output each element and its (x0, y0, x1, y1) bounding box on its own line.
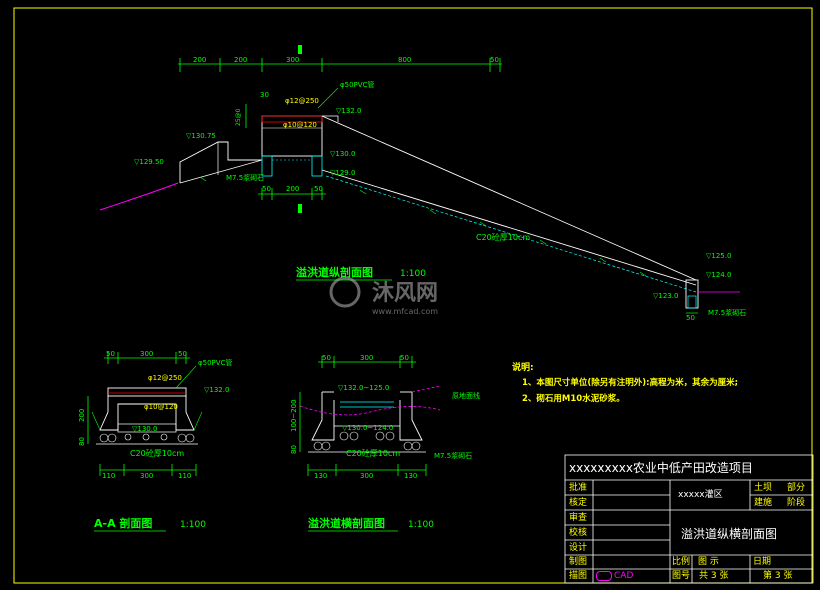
label-end-m75: M7.5浆砌石 (708, 308, 746, 317)
tb-row-approve: 批准 (569, 483, 588, 493)
aa-title: A-A 剖面图 (94, 516, 152, 530)
cad-stamp-icon (596, 570, 612, 581)
tb-scale-value: 图 示 (698, 557, 719, 567)
notes-item-2: 2、砌石用M10水泥砂浆。 (522, 393, 625, 404)
tb-row-check: 校核 (569, 528, 588, 538)
b-dim-top-2: 300 (360, 354, 373, 362)
section-marker-bottom (298, 204, 302, 213)
tb-scale-label: 比例 (672, 557, 691, 567)
aa-dim-bottom-1: 110 (102, 472, 115, 480)
dim-end-50: 50 (686, 314, 695, 322)
b-label-ground: 原地面线 (452, 391, 480, 400)
tb-dept-1b: 部分 (787, 483, 806, 493)
b-dim-bottom-2: 300 (360, 472, 373, 480)
label-top-rebar-1: φ12@250 (285, 97, 319, 105)
section-aa: 50 300 50 200 80 110 300 110 φ50PVC管 φ12… (78, 350, 232, 532)
elev-125: ▽125.0 (706, 252, 731, 260)
b-height-2: 80 (290, 445, 298, 454)
tb-sheet: 第 3 张 (763, 571, 793, 581)
notes-item-1: 1、本图尺寸单位(除另有注明外):高程为米，其余为厘米; (522, 377, 738, 388)
aa-dim-top-3: 50 (178, 350, 187, 358)
dim-top-4: 800 (398, 56, 411, 64)
tb-project: xxxxxxxxx农业中低产田改造项目 (569, 461, 753, 475)
tb-row-draw: 制图 (569, 557, 588, 567)
label-m75: M7.5浆砌石 (226, 173, 264, 182)
aa-dim-top-1: 50 (106, 350, 115, 358)
title-block: xxxxxxxxx农业中低产田改造项目 批准 核定 审查 校核 设计 制图 描图… (565, 455, 813, 583)
watermark: 沐风网 www.mfcad.com (329, 276, 438, 316)
dim-top-5: 50 (490, 56, 499, 64)
tb-row-trace: 描图 (569, 571, 588, 581)
tb-date-label: 日期 (753, 557, 772, 567)
aa-elev-130: ▽130.0 (132, 425, 157, 433)
b-elev-top: ▽132.0~125.0 (338, 384, 389, 392)
tb-row-review: 审查 (569, 513, 588, 523)
main-scale: 1:100 (400, 269, 426, 279)
tb-row-design: 设计 (569, 543, 588, 553)
aa-label-rebar-1: φ12@250 (148, 374, 182, 382)
elev-132: ▽132.0 (336, 107, 361, 115)
aa-dim-bottom-2: 300 (140, 472, 153, 480)
elev-129: ▽129.0 (330, 169, 355, 177)
section-marker-top (298, 45, 302, 54)
elev-130-75: ▽130.75 (186, 132, 216, 140)
aa-height-80: 80 (78, 437, 86, 446)
elev-124: ▽124.0 (706, 271, 731, 279)
watermark-url: www.mfcad.com (372, 307, 438, 316)
tb-sheet-label: 图号 (672, 571, 691, 581)
dim-bottom-1: 50 (262, 185, 271, 193)
label-pipe: φ50PVC管 (340, 80, 374, 89)
dim-top-2: 200 (234, 56, 247, 64)
title-block-lines (564, 454, 814, 584)
b-elev-bottom: ▽130.0~124.0 (342, 424, 393, 432)
b-height-1: 100~200 (290, 399, 298, 432)
tb-dept-2: 建施 (754, 498, 773, 508)
b-label-c20: C20砼厚10cm (346, 448, 400, 458)
height-dim: 25@0 (235, 108, 242, 126)
aa-label-pipe: φ50PVC管 (198, 358, 232, 367)
aa-dim-top-2: 300 (140, 350, 153, 358)
drawing-frame (13, 7, 813, 584)
elev-129-5: ▽129.50 (134, 158, 164, 166)
aa-height-200: 200 (78, 409, 86, 422)
label-top-rebar-2: φ10@120 (283, 121, 317, 129)
mark-30: 30 (260, 91, 269, 99)
b-dim-top-3: 50 (400, 354, 409, 362)
notes-heading: 说明: (512, 361, 534, 373)
b-dim-top-1: 50 (322, 354, 331, 362)
aa-label-c20: C20砼厚10cm (130, 448, 184, 458)
label-c20: C20砼厚10cm (476, 232, 530, 242)
b-title: 溢洪道横剖面图 (308, 516, 385, 530)
section-b: 50 300 50 100~200 80 130 300 130 (290, 354, 480, 532)
tb-row-verify: 核定 (569, 498, 588, 508)
tb-cad-stamp: CAD (596, 570, 633, 582)
aa-scale: 1:100 (180, 520, 206, 530)
tb-drawing-name: 溢洪道纵横剖面图 (681, 527, 778, 541)
dim-bottom-2: 200 (286, 185, 299, 193)
b-dim-bottom-1: 130 (314, 472, 327, 480)
watermark-name: 沐风网 (372, 281, 438, 306)
elev-123: ▽123.0 (653, 292, 678, 300)
tb-district: xxxxx灌区 (678, 490, 723, 500)
main-title: 溢洪道纵剖面图 (296, 265, 373, 279)
aa-label-rebar-2: φ10@120 (144, 403, 178, 411)
cad-stamp-label: CAD (614, 571, 634, 581)
dim-top-1: 200 (193, 56, 206, 64)
tb-total: 共 3 张 (699, 571, 729, 581)
tb-dept-1: 土坝 (754, 483, 773, 493)
b-scale: 1:100 (408, 520, 434, 530)
b-label-m75: M7.5浆砌石 (434, 451, 472, 460)
notes: 说明: 1、本图尺寸单位(除另有注明外):高程为米，其余为厘米; 2、砌石用M1… (512, 361, 738, 404)
dim-top-3: 300 (286, 56, 299, 64)
b-dim-bottom-3: 130 (404, 472, 417, 480)
aa-dim-bottom-3: 110 (178, 472, 191, 480)
main-section: 200 200 300 800 50 (99, 45, 746, 322)
elev-130: ▽130.0 (330, 150, 355, 158)
tb-dept-2b: 阶段 (787, 498, 806, 508)
aa-elev-132: ▽132.0 (204, 386, 229, 394)
dim-bottom-3: 50 (314, 185, 323, 193)
